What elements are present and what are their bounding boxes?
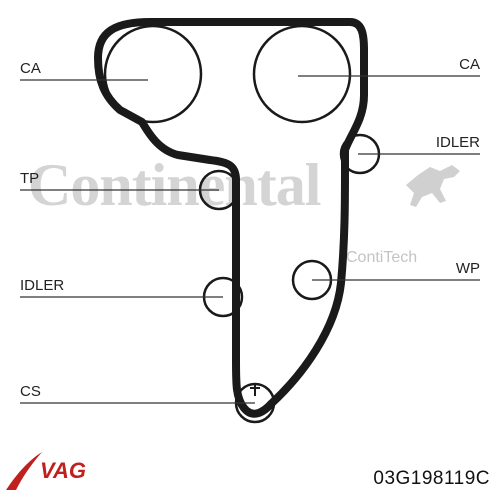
watermark-sub-brand: ContiTech bbox=[346, 249, 417, 266]
timing-belt bbox=[94, 18, 368, 418]
pulleys bbox=[103, 24, 381, 424]
camshaft-pulley-left bbox=[103, 24, 203, 124]
label-idler-upper: IDLER bbox=[436, 134, 480, 151]
vag-logo-text: VAG bbox=[40, 458, 86, 483]
horse-logo-icon bbox=[406, 165, 460, 207]
vag-swoosh-icon bbox=[6, 452, 42, 490]
label-ca-right: CA bbox=[459, 56, 480, 73]
leader-lines bbox=[20, 75, 480, 404]
crank-timing-mark bbox=[250, 385, 260, 396]
label-tp: TP bbox=[20, 170, 39, 187]
label-idler-lower: IDLER bbox=[20, 277, 64, 294]
label-ca-left: CA bbox=[20, 60, 41, 77]
vag-logo: VAG bbox=[6, 452, 86, 490]
continental-watermark: Continental ContiTech bbox=[28, 152, 460, 266]
label-cs: CS bbox=[20, 383, 41, 400]
watermark-brand: Continental bbox=[28, 152, 321, 218]
label-wp: WP bbox=[456, 260, 480, 277]
part-number: 03G198119C bbox=[373, 468, 490, 489]
camshaft-pulley-right bbox=[252, 24, 352, 124]
